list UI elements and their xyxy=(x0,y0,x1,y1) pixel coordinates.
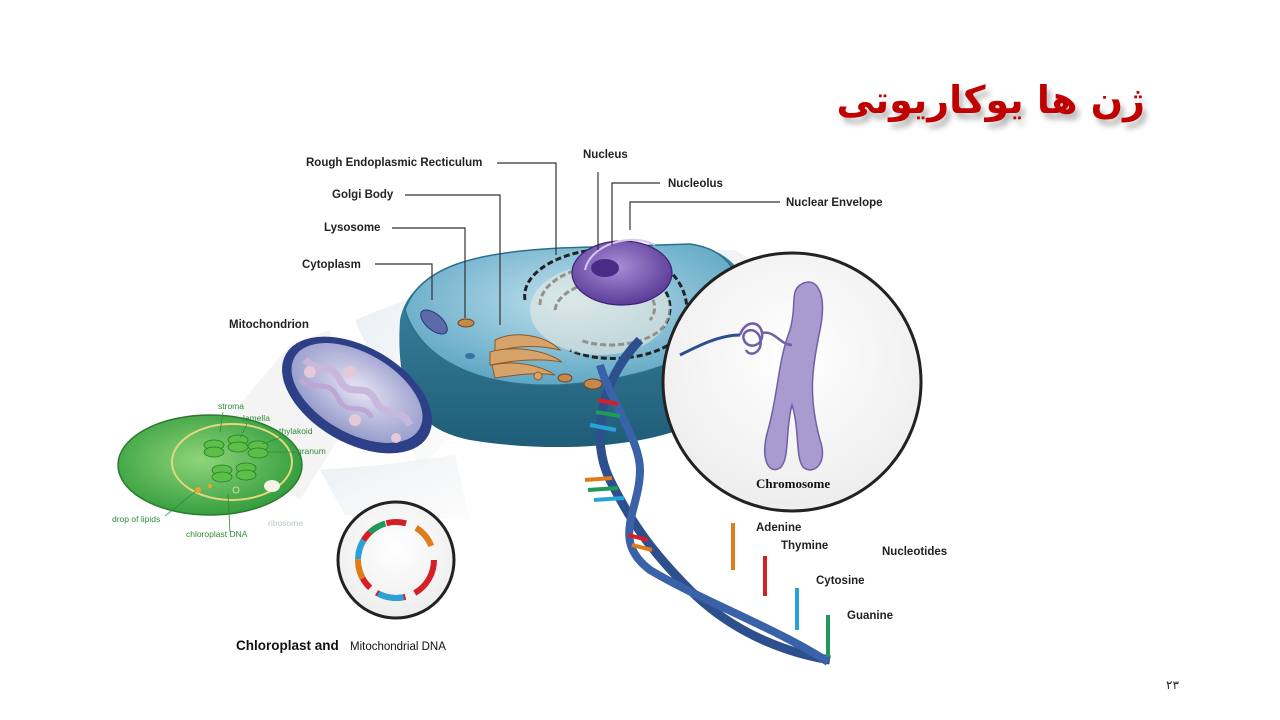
zoom-cone-dna xyxy=(320,455,470,520)
label-nucleotides: Nucleotides xyxy=(882,546,947,558)
chromosome-circle xyxy=(661,251,923,513)
vesicle xyxy=(465,353,475,359)
svg-text:chloroplast DNA: chloroplast DNA xyxy=(186,529,248,539)
mitochondrion xyxy=(282,336,432,454)
label-nucleus: Nucleus xyxy=(583,149,628,161)
label-cytoplasm: Cytoplasm xyxy=(302,259,361,271)
svg-text:granum: granum xyxy=(297,446,326,456)
label-nucleolus: Nucleolus xyxy=(668,178,723,190)
adenine-stick xyxy=(731,523,735,570)
cytosine-stick xyxy=(795,588,799,630)
nucleus xyxy=(571,238,673,306)
caption-bold: Chloroplast and xyxy=(236,638,339,653)
label-lysosome: Lysosome xyxy=(324,222,380,234)
label-thymine: Thymine xyxy=(781,540,828,552)
slide-title: ژن ها یوکاریوتی xyxy=(836,78,1145,122)
dna-circle xyxy=(336,500,456,620)
svg-text:drop of lipids: drop of lipids xyxy=(112,514,160,524)
organelle-labels: Rough Endoplasmic Recticulum Golgi Body … xyxy=(229,149,947,653)
guanine-stick xyxy=(826,615,830,657)
svg-text:lamella: lamella xyxy=(243,413,270,423)
lysosome xyxy=(457,318,475,328)
label-mitochondrion: Mitochondrion xyxy=(229,319,309,331)
chloroplast xyxy=(117,414,303,516)
lysosome-2 xyxy=(557,373,573,383)
label-chromosome: Chromosome xyxy=(756,476,830,491)
label-adenine: Adenine xyxy=(756,522,801,534)
golgi-body xyxy=(489,334,563,381)
chromosome xyxy=(764,281,824,471)
nucleotide-sticks xyxy=(731,523,830,657)
chloroplast-labels: stroma lamella thylakoid granum drop of … xyxy=(112,401,326,539)
label-golgi: Golgi Body xyxy=(332,189,394,201)
cytoplasm-organelle xyxy=(420,309,448,335)
label-cytosine: Cytosine xyxy=(816,575,865,587)
label-nuclear-envelope: Nuclear Envelope xyxy=(786,197,883,209)
leader-lines xyxy=(375,162,780,325)
svg-text:stroma: stroma xyxy=(218,401,244,411)
svg-text:ribosome: ribosome xyxy=(268,518,303,528)
dna-helix xyxy=(584,336,831,666)
thymine-stick xyxy=(763,556,767,596)
caption-rest: Mitochondrial DNA xyxy=(350,641,446,653)
label-guanine: Guanine xyxy=(847,610,893,622)
svg-text:thylakoid: thylakoid xyxy=(279,426,313,436)
page-number: ۲۳ xyxy=(1166,678,1179,692)
label-rough-er: Rough Endoplasmic Recticulum xyxy=(306,157,482,169)
lysosome-3 xyxy=(583,378,603,390)
